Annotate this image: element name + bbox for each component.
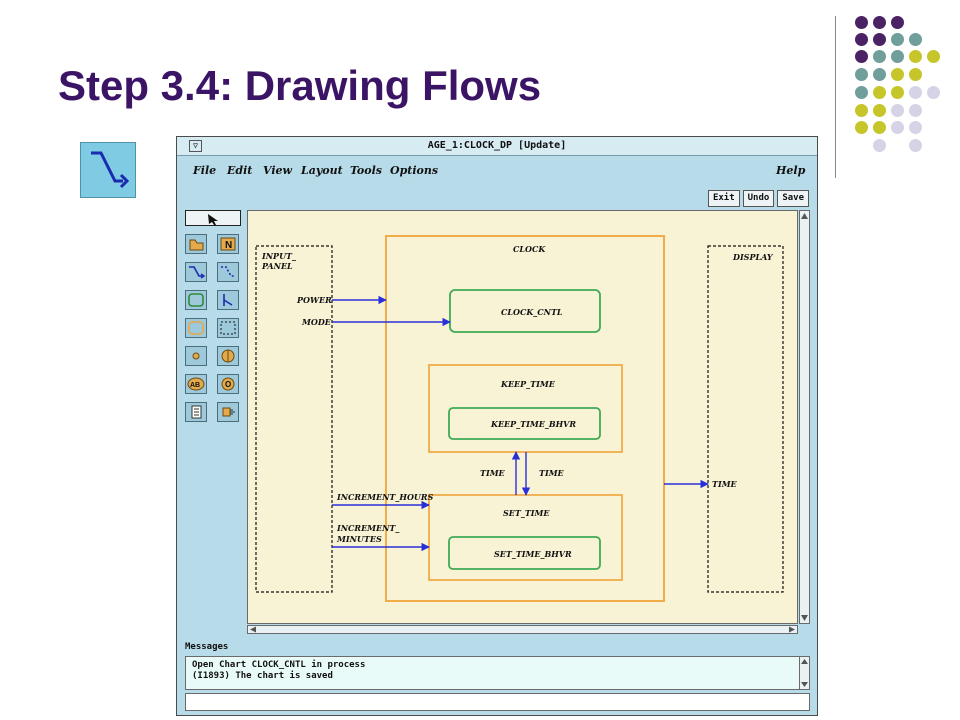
flow-icon [189,266,206,279]
flow-power-label: POWER [296,295,332,305]
small-circle-tool[interactable] [185,346,207,366]
menu-view[interactable]: View [263,164,292,177]
menu-layout[interactable]: Layout [301,164,343,177]
clock-cntl-label: CLOCK_CNTL [501,307,563,317]
set-time-bhvr-label: SET_TIME_BHVR [494,549,572,559]
message-line: Open Chart CLOCK_CNTL in process [192,660,366,670]
o-label-icon: O [221,377,235,391]
input-panel-label-line1: INPUT_ [261,251,296,261]
dashed-flow-icon [221,266,235,277]
activity-chart-diagram: INPUT_ PANEL DISPLAY CLOCK CLOCK_CNTL KE… [255,235,784,602]
note-icon-text: N [225,240,232,251]
menu-bar: File Edit View Layout Tools Options Help [177,164,817,180]
split-circle-icon [221,349,235,363]
window-title: AGE_1:CLOCK_DP [Update] [427,140,567,151]
dashed-box-icon [220,321,236,335]
note-tool[interactable]: N [217,234,239,254]
flow-tool-badge [80,142,136,198]
display-box[interactable] [707,245,784,593]
connector-tool[interactable] [217,290,239,310]
statemate-window: ▽ AGE_1:CLOCK_DP [Update] File Edit View… [176,136,818,716]
display-label: DISPLAY [732,252,774,262]
scroll-up-arrow-icon[interactable] [800,657,809,666]
scroll-down-arrow-icon[interactable] [800,613,809,623]
save-button[interactable]: Save [777,190,809,207]
keep-time-label: KEEP_TIME [500,379,556,389]
menu-help[interactable]: Help [776,164,806,177]
status-strip [185,693,810,711]
note-icon: N [220,237,236,251]
exit-button[interactable]: Exit [707,190,740,207]
scroll-right-arrow-icon[interactable] [787,626,797,633]
flow-tool[interactable] [185,262,207,282]
o-label-tool[interactable]: O [217,374,239,394]
input-panel-box[interactable] [255,245,333,593]
o-label-text: O [225,380,231,389]
clock-cntl-box[interactable] [449,289,601,333]
pointer-icon [208,214,218,225]
keep-time-bhvr-label: KEEP_TIME_BHVR [490,419,576,429]
chart-box-icon [189,239,204,251]
ab-label-tool[interactable]: AB [185,374,207,394]
set-time-label: SET_TIME [503,508,550,518]
flow-time-up-label: TIME [480,468,506,478]
dashed-box-tool[interactable] [217,318,239,338]
document-tool[interactable] [185,402,207,422]
small-circle-icon [192,352,200,360]
set-time-bhvr-box[interactable] [448,536,601,570]
flow-arrow-icon [91,151,130,189]
message-line: (I1893) The chart is saved [192,671,333,681]
menu-edit[interactable]: Edit [227,164,253,177]
dashed-flow-tool[interactable] [217,262,239,282]
scroll-up-arrow-icon[interactable] [800,211,809,221]
activity-box-icon [188,293,204,307]
window-menu-icon[interactable]: ▽ [189,140,202,152]
scroll-down-arrow-icon[interactable] [800,680,809,689]
messages-scrollbar[interactable] [799,656,810,690]
menu-file[interactable]: File [193,164,217,177]
slide-title: Step 3.4: Drawing Flows [58,62,542,109]
messages-label: Messages [185,642,229,652]
scroll-left-arrow-icon[interactable] [248,626,258,633]
ab-label-icon: AB [187,377,205,391]
ab-label-text: AB [190,382,200,389]
undo-button[interactable]: Undo [742,190,775,207]
clock-label: CLOCK [513,244,546,254]
activity-box-tool[interactable] [185,290,207,310]
canvas-horizontal-scrollbar[interactable] [247,625,798,634]
chart-box-tool[interactable] [185,234,207,254]
flow-time-down-label: TIME [539,468,565,478]
flow-time-out-label: TIME [712,479,738,489]
flow-increment-minutes-label-line1: INCREMENT_ [336,523,399,533]
rounded-state-icon [188,321,204,335]
connector-icon [223,294,233,306]
tool-palette: N AB [185,210,243,426]
keep-time-bhvr-box[interactable] [448,407,601,440]
document-icon [191,405,202,419]
input-panel-label-line2: PANEL [261,261,293,271]
window-titlebar[interactable]: ▽ AGE_1:CLOCK_DP [Update] [177,137,817,156]
flow-mode-label: MODE [301,317,332,327]
plug-tool[interactable] [217,402,239,422]
messages-panel[interactable]: Open Chart CLOCK_CNTL in process (I1893)… [185,656,803,690]
menu-options[interactable]: Options [390,164,439,177]
divider-line [835,16,836,178]
clock-box[interactable] [385,235,665,602]
drawing-canvas[interactable]: INPUT_ PANEL DISPLAY CLOCK CLOCK_CNTL KE… [247,210,798,624]
menu-tools[interactable]: Tools [350,164,382,177]
flow-increment-hours-label: INCREMENT_HOURS [336,492,434,502]
toolbar-buttons: Exit Undo Save [705,190,809,207]
pointer-tool[interactable] [185,210,241,226]
split-circle-tool[interactable] [217,346,239,366]
rounded-state-tool[interactable] [185,318,207,338]
plug-icon [222,407,235,417]
canvas-vertical-scrollbar[interactable] [799,210,810,624]
flow-increment-minutes-label-line2: MINUTES [336,534,382,544]
